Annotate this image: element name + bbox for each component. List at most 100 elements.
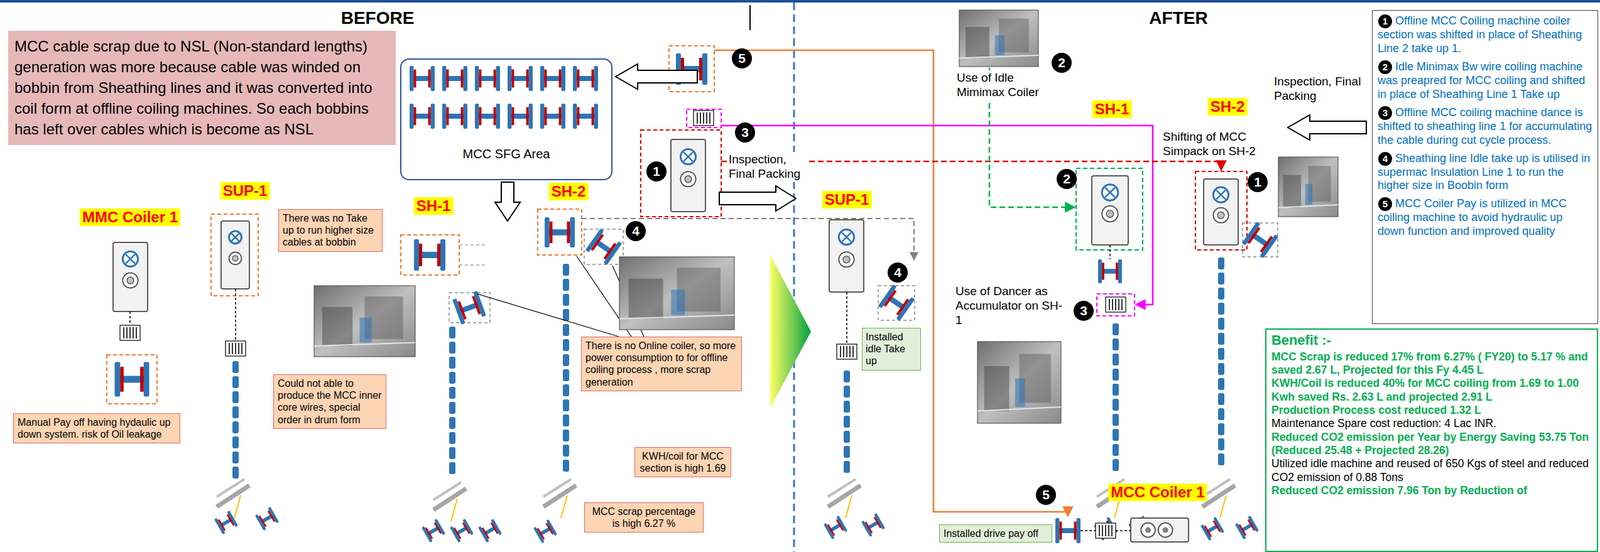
coiler-reel: [229, 252, 242, 266]
coiler-cross: [841, 232, 852, 242]
cable-segment: [843, 446, 850, 458]
node-text: KWH/coil for MCC section is high 1.69: [638, 450, 727, 475]
bobbin-flange: [544, 217, 550, 248]
dancer-strand: [849, 346, 851, 358]
annotation: Use of Idle Mimimax Coiler: [954, 70, 1056, 101]
bobbin-flange: [409, 103, 414, 129]
dancer-strand: [135, 327, 137, 339]
bobbin-cable: [544, 107, 547, 126]
cable-segment: [1218, 348, 1225, 360]
bobbin-cable: [478, 69, 482, 88]
cable-segment: [449, 386, 456, 399]
bobbin-symbol: [474, 65, 501, 92]
cable-segment: [1112, 383, 1119, 396]
cable-segment: [449, 402, 456, 414]
coiler-drum: [229, 231, 242, 244]
bobbin-flange: [533, 527, 545, 544]
dancer-strand: [1108, 299, 1111, 311]
bobbin-cable: [1101, 262, 1105, 280]
dancer-frame: [1105, 297, 1126, 313]
dashed-highlight: [669, 45, 715, 92]
bobbin-cable: [457, 300, 467, 320]
cable-segment: [1218, 438, 1225, 451]
cable-segment: [562, 354, 570, 367]
list-item: Offline MCC Coiling machine coiler secti…: [1377, 14, 1593, 56]
note-box: Could not able to produce the MCC inner …: [273, 374, 387, 430]
top-border: [0, 0, 1600, 3]
coiler-hub: [843, 256, 850, 264]
photo: [1278, 157, 1339, 217]
dancer-strand: [709, 112, 711, 124]
cable-segment: [1218, 423, 1225, 436]
bobbin-flange: [878, 284, 898, 309]
coiler-reel: [838, 251, 854, 267]
callout-number: 3: [1073, 300, 1094, 322]
capstan-symbol: [543, 485, 577, 507]
machine-label: SH-1: [413, 197, 454, 215]
cable-segment: [232, 376, 239, 389]
bobbin-flange: [449, 526, 462, 543]
cable-segment: [562, 293, 570, 306]
coiler-drum: [680, 149, 696, 165]
bobbin-flange: [836, 515, 848, 533]
bobbin-cable: [428, 107, 431, 126]
dashed-highlight: [1076, 168, 1143, 251]
bobbin-flange: [1055, 518, 1060, 544]
dancer-strand: [1101, 525, 1104, 537]
photo-detail: [619, 315, 735, 320]
callout-number: 1: [646, 161, 667, 182]
coiler-frame: [670, 139, 706, 212]
node-text: MCC scrap percentage is high 6.27 %: [588, 505, 700, 530]
dancer-frame: [1095, 523, 1116, 539]
node-text: MCC Scrap is reduced 17% from 6.27% ( FY…: [1271, 350, 1592, 378]
bobbin-symbol: [1241, 221, 1279, 259]
bobbin-cable: [1260, 235, 1274, 253]
coiler-symbol: [829, 219, 864, 293]
bobbin-cable: [526, 69, 529, 88]
cable-path: [1115, 530, 1131, 532]
cable-segment: [1112, 398, 1119, 411]
cable-segment: [562, 429, 570, 442]
yellow-wire: [451, 498, 458, 522]
bobbin-flange: [1260, 234, 1279, 259]
bobbin-flange: [528, 65, 533, 92]
cable-segment: [449, 417, 456, 430]
coiler-cross: [125, 254, 136, 264]
bobbin-flange: [1241, 221, 1261, 246]
cable-segment: [843, 415, 850, 428]
dashed-guide: [459, 244, 487, 246]
cable-segment: [1112, 444, 1119, 457]
cable-segment: [232, 451, 239, 464]
bobbin-cable: [545, 523, 555, 536]
bobbin-symbol: [421, 518, 446, 543]
bobbin-symbol: [1055, 518, 1081, 544]
bobbin-flange: [496, 103, 501, 129]
cable-segment: [1218, 393, 1225, 406]
photo: [977, 341, 1062, 424]
bobbin-flange: [430, 65, 435, 92]
bobbin-flange: [1213, 517, 1225, 534]
cable-segment: [562, 369, 570, 382]
callout-number: 2: [1051, 52, 1072, 73]
bobbin-cable: [446, 69, 449, 88]
capstan-symbol: [216, 485, 250, 507]
yellow-wire: [560, 495, 568, 519]
bobbin-cable: [699, 57, 703, 81]
photo-detail: [1283, 175, 1302, 208]
bobbin-cable: [434, 522, 443, 535]
bobbin-cable: [567, 221, 571, 244]
list-item: Offline MCC coiling machine dance is shi…: [1377, 106, 1593, 148]
bobbin-symbol: [861, 513, 886, 538]
bobbin-flange: [442, 103, 447, 129]
cable-segment: [562, 399, 570, 412]
coiler-reel: [1158, 523, 1173, 538]
cable-segment: [843, 461, 850, 474]
cable-path: [846, 292, 848, 343]
node-text: Installed drive pay off: [943, 527, 1048, 540]
sfg-area: MCC SFG Area: [400, 58, 613, 181]
dancer-strand: [843, 346, 845, 358]
machine-label: SH-1: [1092, 100, 1132, 119]
cable-segment: [843, 430, 850, 443]
dancer-strand: [702, 112, 705, 124]
photo-detail: [628, 278, 664, 320]
